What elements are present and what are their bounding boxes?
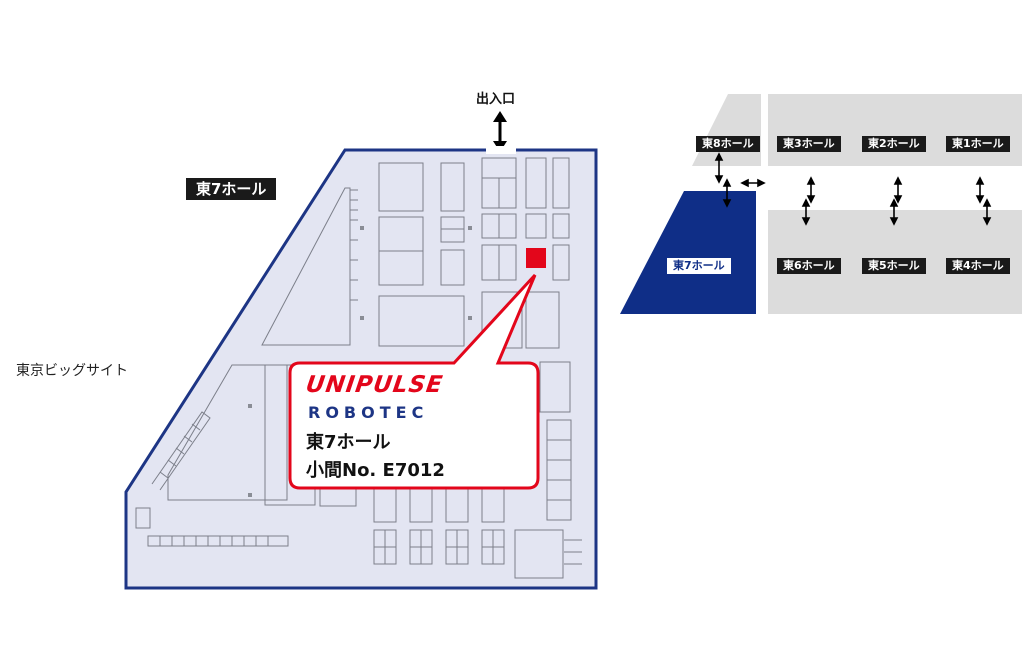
- hall-label-east8: 東8ホール: [696, 136, 760, 152]
- entrance-label: 出入口: [476, 92, 516, 107]
- hall-label-east5: 東5ホール: [862, 258, 926, 274]
- venue-label: 東京ビッグサイト: [16, 363, 128, 379]
- hall-label-east6: 東6ホール: [777, 258, 841, 274]
- callout-booth-number: 小間No. E7012: [306, 460, 445, 481]
- callout-bubble: [288, 273, 540, 490]
- east7-area: [620, 191, 756, 314]
- robotec-logo: ROBOTEC: [308, 403, 429, 422]
- hall-label-east3: 東3ホール: [777, 136, 841, 152]
- hall-label-east2: 東2ホール: [862, 136, 926, 152]
- callout-hall-name: 東7ホール: [306, 432, 391, 453]
- main-hall-label: 東7ホール: [186, 178, 277, 200]
- hall-label-east7: 東7ホール: [667, 258, 731, 274]
- hall-label-east1: 東1ホール: [946, 136, 1010, 152]
- hall-label-east4: 東4ホール: [946, 258, 1010, 274]
- east8-area: [692, 94, 761, 166]
- booth-marker: [526, 248, 546, 268]
- east1-3-area: [768, 94, 1022, 166]
- access-arrows-icon: [714, 152, 992, 226]
